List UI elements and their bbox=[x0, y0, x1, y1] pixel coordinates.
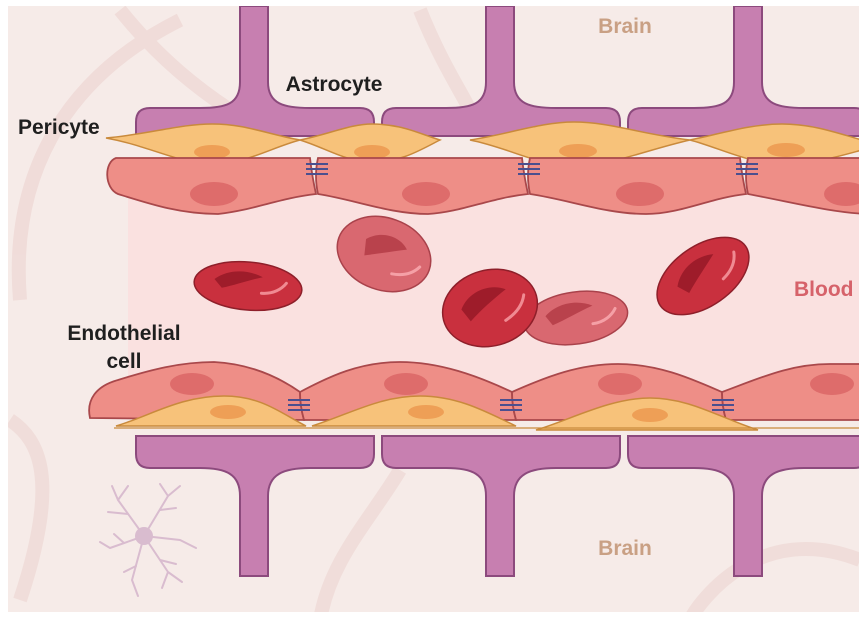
pericyte-label: Pericyte bbox=[18, 116, 100, 139]
brain-label-bottom: Brain bbox=[598, 537, 652, 560]
astrocyte-top bbox=[136, 6, 859, 136]
endothelial-label-line2: cell bbox=[106, 350, 141, 373]
blood-label: Blood bbox=[794, 278, 853, 301]
astrocyte-bottom bbox=[136, 436, 859, 576]
endothelial-label-line1: Endothelial bbox=[67, 322, 180, 345]
brain-label-top: Brain bbox=[598, 15, 652, 38]
astrocyte-label: Astrocyte bbox=[286, 73, 383, 96]
